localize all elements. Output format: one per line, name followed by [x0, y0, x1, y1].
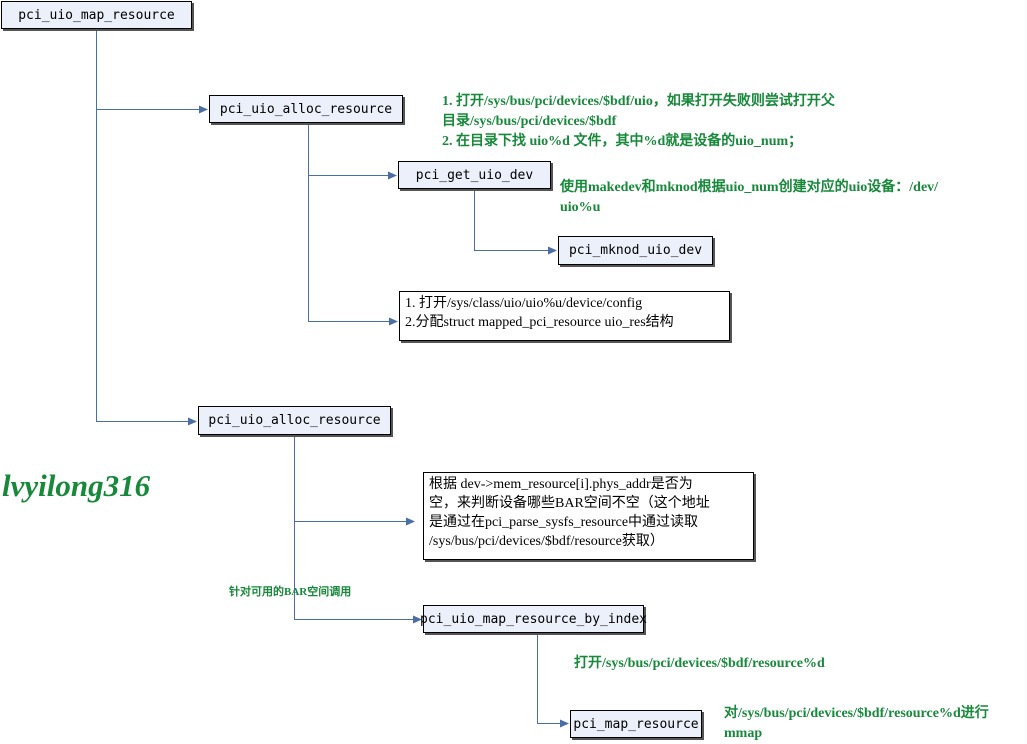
edge-root-alloc2 [96, 109, 197, 426]
node-pci-map-resource: pci_map_resource [570, 710, 702, 738]
node-pci-uio-map-resource: pci_uio_map_resource [1, 1, 192, 29]
edge-alloc2-mapbyindex [294, 521, 422, 624]
note-line: 2.分配struct mapped_pci_resource uio_res结构 [405, 315, 674, 330]
note-line: 2. 在目录下找 uio%d 文件，其中%d就是设备的uio_num； [442, 134, 803, 149]
note-line: 是通过在pci_parse_sysfs_resource中通过读取 [429, 515, 699, 530]
note-line: /sys/bus/pci/devices/$bdf/resource获取） [429, 534, 664, 549]
note-line: 使用makedev和mknod根据uio_num创建对应的uio设备：/dev/ [560, 180, 939, 195]
note-mknod-desc: 使用makedev和mknod根据uio_num创建对应的uio设备：/dev/… [560, 178, 938, 218]
node-pci-uio-alloc-resource-2: pci_uio_alloc_resource [198, 406, 391, 435]
note-open-resource: 打开/sys/bus/pci/devices/$bdf/resource%d [574, 656, 825, 671]
edge-root-alloc1 [96, 29, 208, 114]
note-line: 空，来判断设备哪些BAR空间不空（这个地址 [429, 496, 710, 511]
edge-alloc2-phys [294, 435, 415, 526]
edge-mapbyindex-mapresource [537, 633, 569, 728]
note-line: 1. 打开/sys/class/uio/uio%u/device/config [405, 296, 643, 311]
node-pci-mknod-uio-dev: pci_mknod_uio_dev [558, 236, 713, 265]
note-mmap-desc: 对/sys/bus/pci/devices/$bdf/resource%d进行 … [724, 704, 989, 744]
note-line: 目录/sys/bus/pci/devices/$bdf [442, 114, 617, 129]
note-line: 对/sys/bus/pci/devices/$bdf/resource%d进行 [724, 706, 989, 721]
note-line: uio%u [560, 200, 601, 215]
edge-getdev-mknod [474, 189, 557, 255]
note-line: mmap [724, 726, 763, 741]
note-box-phys-addr: 根据 dev->mem_resource[i].phys_addr是否为 空，来… [423, 472, 754, 560]
node-pci-uio-map-resource-by-index: pci_uio_map_resource_by_index [420, 605, 647, 633]
node-pci-get-uio-dev: pci_get_uio_dev [398, 161, 551, 189]
note-line: 根据 dev->mem_resource[i].phys_addr是否为 [429, 477, 693, 492]
note-bar-label: 针对可用的BAR空间调用 [229, 586, 352, 598]
node-pci-uio-alloc-resource-1: pci_uio_alloc_resource [209, 95, 403, 123]
edge-alloc1-getdev [308, 123, 397, 180]
note-box-config: 1. 打开/sys/class/uio/uio%u/device/config … [399, 291, 730, 341]
edge-alloc1-config [308, 175, 398, 326]
watermark-text: lvyilong316 [2, 468, 151, 503]
note-alloc1-steps: 1. 打开/sys/bus/pci/devices/$bdf/uio，如果打开失… [442, 92, 835, 152]
note-line: 1. 打开/sys/bus/pci/devices/$bdf/uio，如果打开失… [442, 94, 835, 109]
